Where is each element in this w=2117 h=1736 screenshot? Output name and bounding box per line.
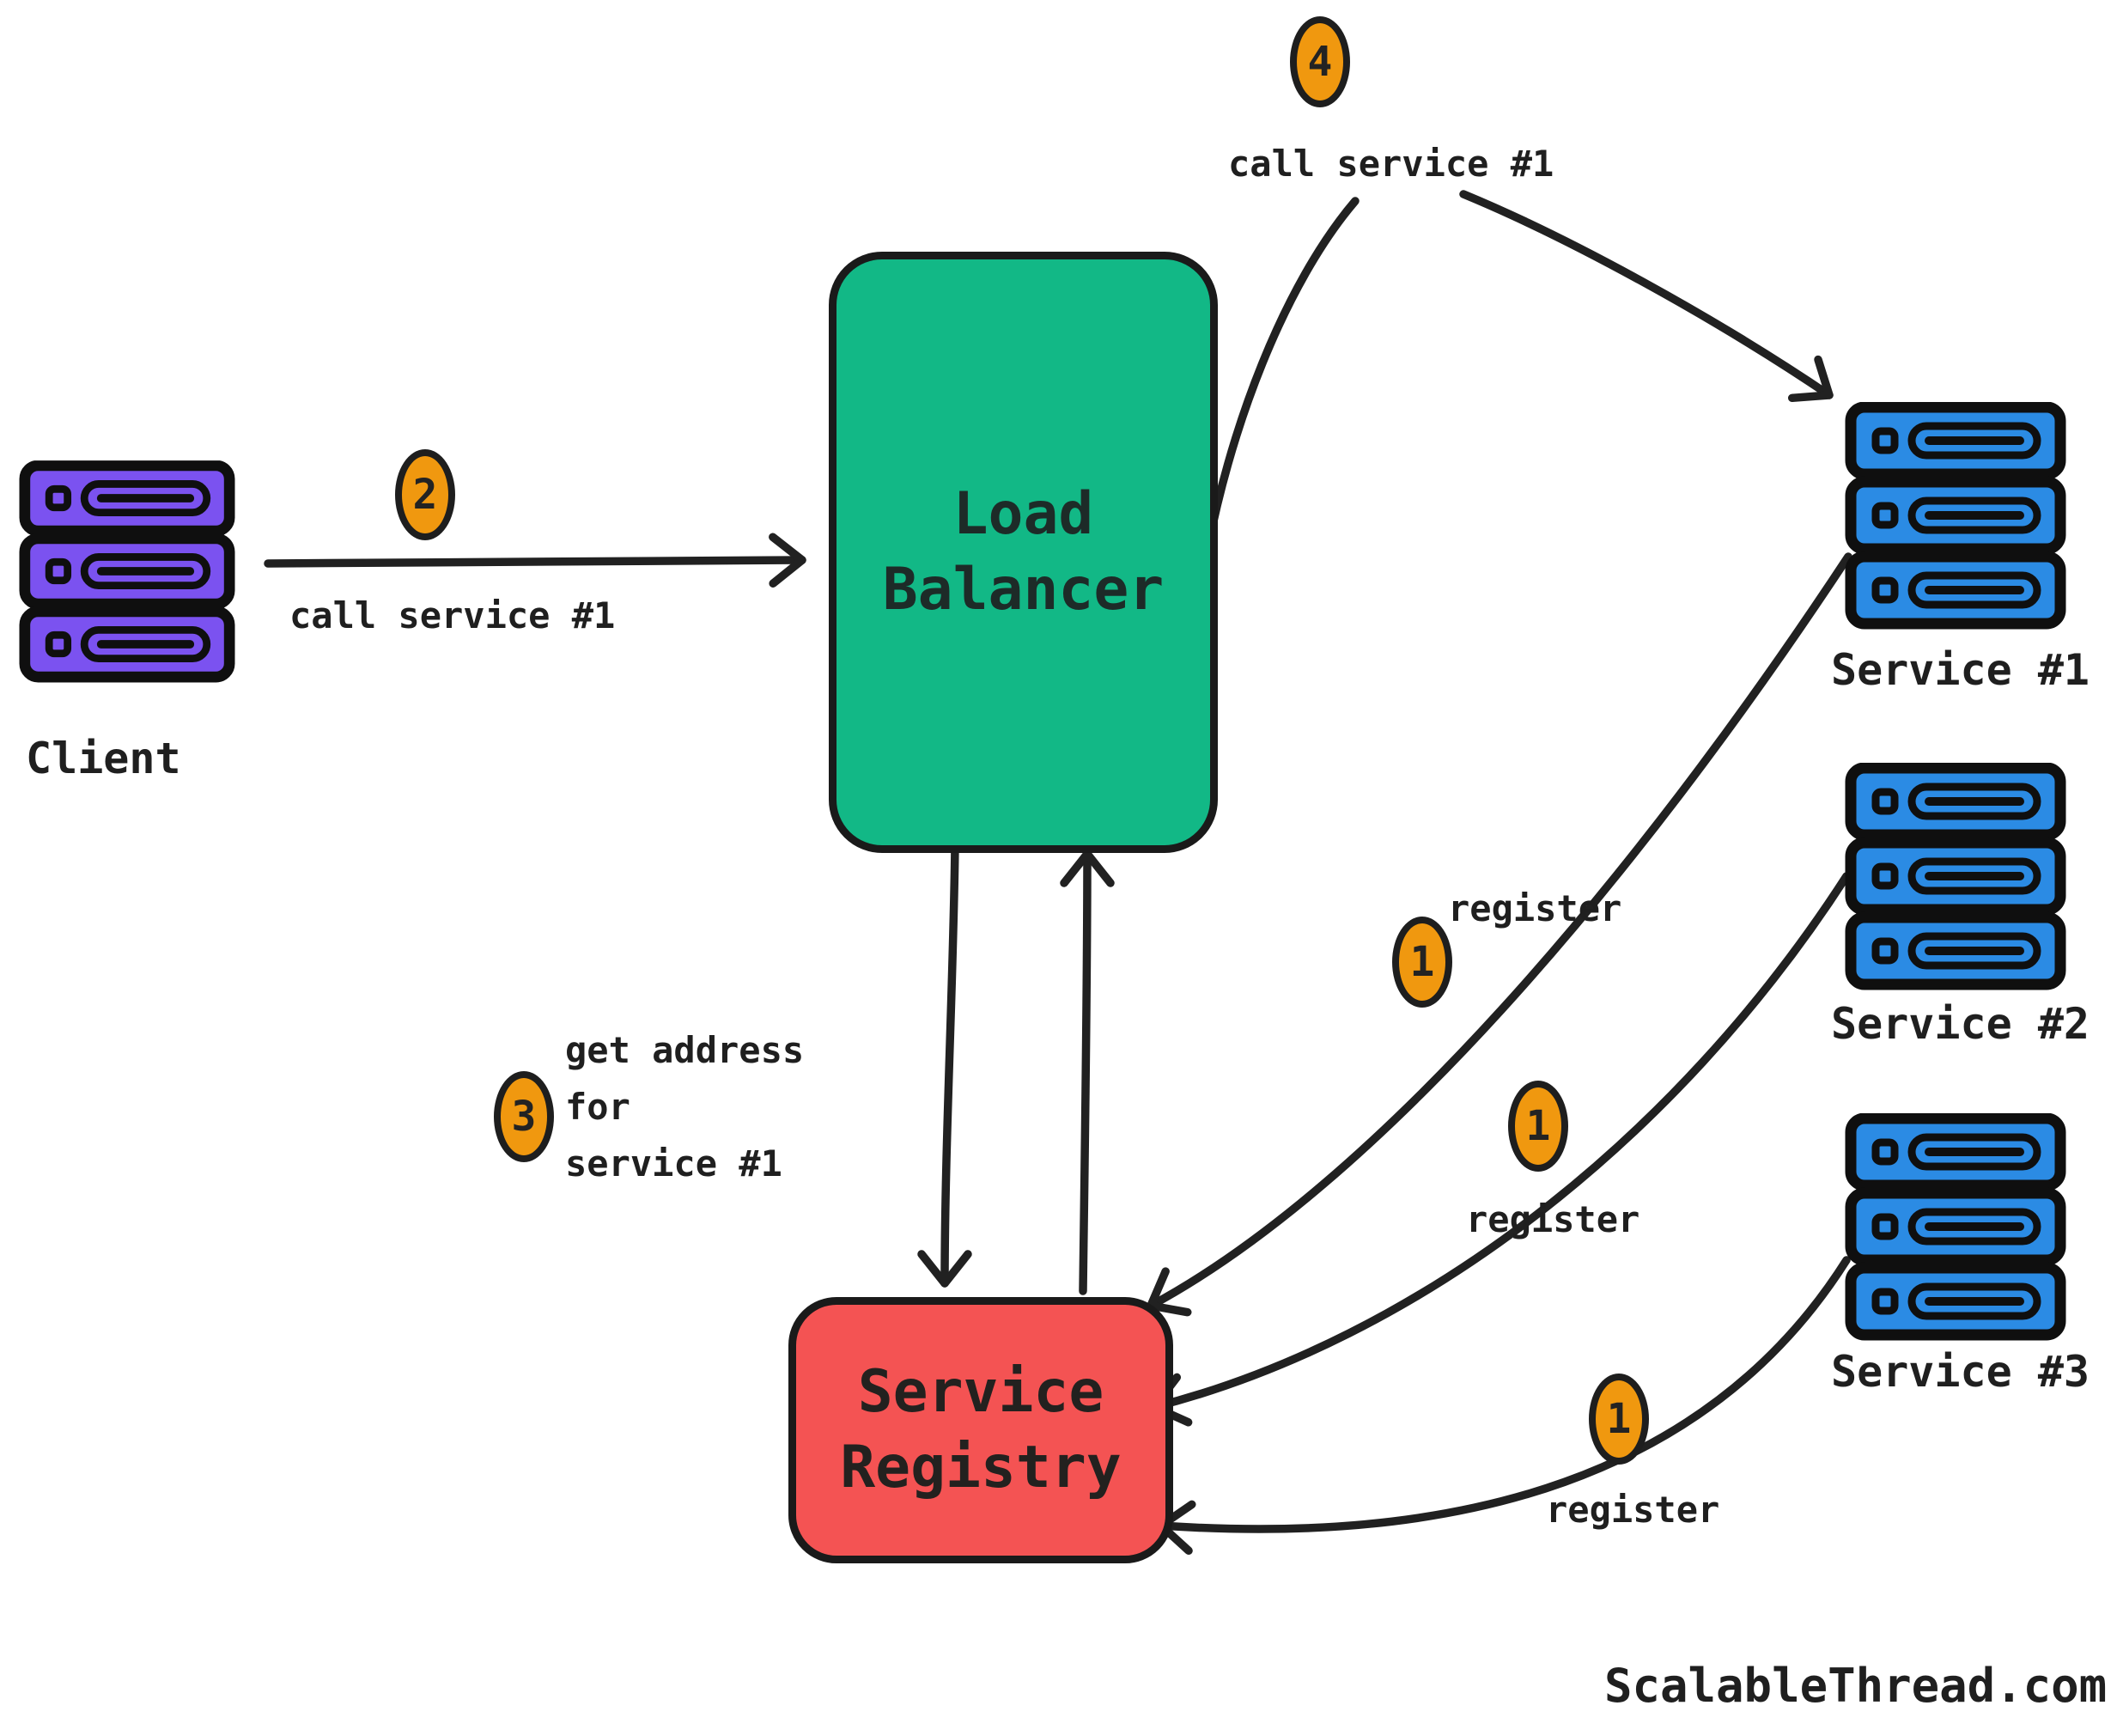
step-3-badge: 3 [494, 1071, 554, 1162]
arrow-registry-to-lb [1060, 850, 1115, 1295]
step-1-number-service2: 1 [1525, 1102, 1551, 1150]
lb-to-registry-label: get address for service #1 [565, 1022, 804, 1192]
lb-to-registry-label-line3: service #1 [565, 1142, 782, 1185]
step-1-badge-service3: 1 [1589, 1374, 1649, 1465]
service-3-icon [1845, 1113, 2066, 1342]
service-1-icon [1845, 402, 2066, 630]
service-registry-title-line2: Registry [840, 1434, 1122, 1501]
load-balancer-title-line1: Load [952, 480, 1094, 548]
arrow-lb-to-registry [917, 841, 972, 1288]
service-1-label: Service #1 [1831, 645, 2090, 695]
arrow-service1-to-registry [1147, 552, 1852, 1317]
step-4-number: 4 [1307, 38, 1333, 86]
service1-register-label: register [1448, 887, 1622, 929]
step-1-badge-service1: 1 [1392, 917, 1452, 1008]
step-3-number: 3 [511, 1093, 537, 1141]
service-2-icon [1845, 763, 2066, 991]
site-credit: ScalableThread.com [1604, 1659, 2108, 1713]
arrow-service2-to-registry [1150, 872, 1851, 1427]
client-label: Client [26, 734, 181, 783]
step-1-badge-service2: 1 [1508, 1081, 1568, 1172]
service-registry-box: Service Registry [788, 1297, 1173, 1563]
step-2-number: 2 [412, 471, 438, 519]
lb-to-service1-label: call service #1 [1228, 143, 1554, 185]
step-4-badge: 4 [1290, 16, 1350, 107]
client-to-lb-label: call service #1 [289, 594, 616, 637]
arrow-lb-to-service1-right-segment [1459, 190, 1834, 403]
arrow-lb-to-service1-left-segment [1200, 197, 1360, 573]
service-3-label: Service #3 [1831, 1347, 2090, 1397]
load-balancer-box: Load Balancer [829, 252, 1218, 853]
client-server-icon [19, 458, 235, 686]
load-balancer-title-line2: Balancer [882, 556, 1165, 624]
arrow-client-to-lb [264, 533, 806, 588]
step-2-badge: 2 [395, 449, 455, 540]
service-2-label: Service #2 [1831, 999, 2090, 1049]
step-1-number-service3: 1 [1606, 1395, 1632, 1443]
arrow-service3-to-registry [1157, 1256, 1851, 1556]
service-registry-title-line1: Service [857, 1358, 1104, 1426]
lb-to-registry-label-line2: for [565, 1086, 630, 1128]
step-1-number-service1: 1 [1409, 938, 1435, 986]
service3-register-label: register [1546, 1489, 1720, 1531]
lb-to-registry-label-line1: get address [565, 1029, 805, 1071]
service2-register-label: register [1466, 1198, 1640, 1240]
